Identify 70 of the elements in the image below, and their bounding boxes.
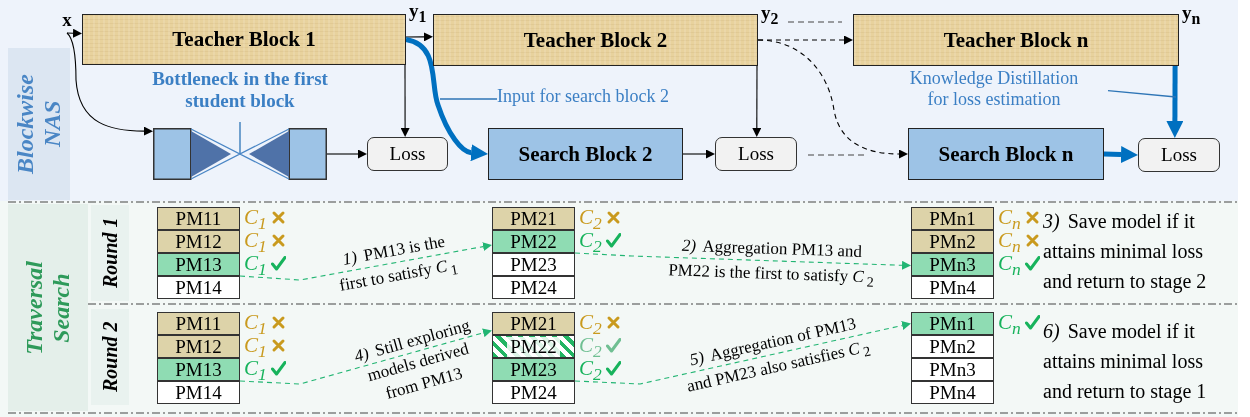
model-entry: PMn3: [911, 358, 994, 381]
dashed-arrow: [574, 252, 911, 270]
condition-label: C$_{n}$: [998, 310, 1021, 341]
note-text: 6) Save model if it attains minimal loss and return to stage 1: [1043, 319, 1208, 405]
model-entry: PM11: [157, 207, 240, 230]
edge-label: 2) Aggregation PM13 and PM22 is the first to satisfy C$_{2}$: [667, 234, 875, 292]
model-entry: PM14: [157, 381, 240, 404]
output-label: y$_{2}$: [761, 2, 779, 28]
arrow: [752, 65, 762, 137]
model-entry: PM24: [492, 276, 575, 299]
dashed-arrow: [757, 39, 908, 159]
annotation-text: Bottleneck in the first student block: [115, 68, 365, 122]
model-entry: PMn2: [911, 335, 994, 358]
band-title: Traversal Search: [21, 260, 75, 355]
model-entry: PM11: [157, 312, 240, 335]
arrow: [326, 149, 367, 159]
teacher-block: Teacher Block 2: [433, 14, 758, 66]
leader-line: [1107, 90, 1177, 98]
leader-line: [239, 121, 241, 155]
model-entry: PM12: [157, 230, 240, 253]
model-entry: PM22: [492, 335, 575, 358]
arrow: [1103, 146, 1138, 163]
model-entry: PM21: [492, 207, 575, 230]
model-entry: PM13: [157, 358, 240, 381]
arrow: [682, 149, 715, 159]
band-title: Blockwise NAS: [12, 74, 66, 174]
model-entry: PM21: [492, 312, 575, 335]
dashed-arrow: [574, 321, 911, 385]
arrow: [405, 37, 488, 161]
input-label: x: [58, 9, 76, 33]
annotation-text: Knowledge Distillation for loss estimation: [880, 68, 1108, 122]
model-entry: PMn1: [911, 312, 994, 335]
edge-label: 1) PM13 is the first to satisfy C$_{1}$: [336, 230, 461, 297]
model-entry: PM13: [157, 253, 240, 276]
loss-box: Loss: [1138, 138, 1220, 172]
arrow: [1166, 66, 1184, 138]
arrow: [66, 32, 153, 136]
round-label: Round 2: [91, 309, 129, 405]
loss-box: Loss: [715, 137, 797, 171]
dashed-arrow: [239, 328, 492, 385]
model-entry: PMn2: [911, 230, 994, 253]
output-label: y$_{1}$: [409, 0, 427, 26]
side-band: [8, 48, 70, 200]
round-label: Round 1: [91, 205, 129, 301]
model-entry: PM24: [492, 381, 575, 404]
model-entry: PMn1: [911, 207, 994, 230]
model-entry: PM14: [157, 276, 240, 299]
search-block: Search Block 2: [488, 128, 683, 180]
teacher-block: Teacher Block n: [853, 14, 1179, 66]
loss-box: Loss: [367, 137, 448, 171]
arrow: [400, 64, 410, 137]
side-band: [8, 204, 88, 411]
note-text: 3) Save model if it attains minimal loss and return to stage 2: [1043, 209, 1208, 295]
model-entry: PM22: [492, 230, 575, 253]
leader-line: [439, 98, 498, 100]
edge-label: 4) Still exploring models derived from PM13: [351, 314, 474, 405]
search-block: Search Block n: [908, 128, 1104, 180]
model-entry: PMn4: [911, 381, 994, 404]
dashed-arrow: [239, 242, 492, 281]
annotation-text: Input for search block 2: [497, 86, 669, 112]
model-entry: PM23: [492, 358, 575, 381]
teacher-block: Teacher Block 1: [82, 14, 406, 65]
model-entry: PMn4: [911, 276, 994, 299]
model-entry: PM23: [492, 253, 575, 276]
model-entry: PM12: [157, 335, 240, 358]
bottleneck-block-drawing: [153, 128, 327, 180]
arrow: [405, 32, 433, 42]
model-entry: PMn3: [911, 253, 994, 276]
arrow: [66, 28, 82, 38]
output-label: y$_{n}$: [1182, 2, 1201, 28]
